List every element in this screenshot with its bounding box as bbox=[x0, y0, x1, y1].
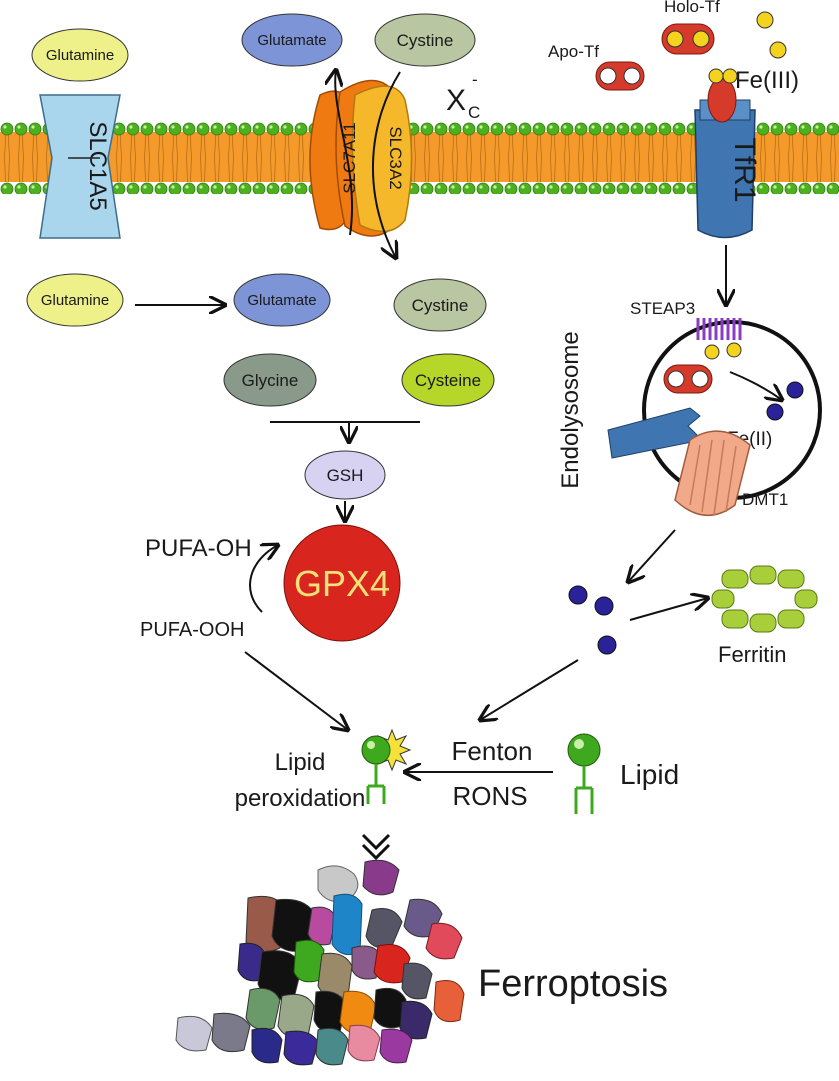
pufa-reduction-arrow bbox=[249, 545, 278, 613]
gsh-node: GSH bbox=[304, 450, 386, 500]
lipid-label: Lipid bbox=[620, 759, 679, 790]
slc3a2-label: SLC3A2 bbox=[386, 126, 405, 189]
rons-label: RONS bbox=[452, 781, 527, 811]
ferritin-cage bbox=[711, 565, 818, 633]
cystine-mid-node: Cystine bbox=[393, 278, 487, 332]
glutamate-mid-label: Glutamate bbox=[247, 292, 316, 309]
reduction-arrow bbox=[729, 371, 782, 400]
gpx4-node: GPX4 bbox=[283, 524, 401, 642]
endolysosome-label: Endolysosome bbox=[557, 331, 584, 488]
labile-iron-pool bbox=[568, 585, 617, 655]
dmt1-transporter bbox=[674, 430, 751, 517]
glycine-label: Glycine bbox=[242, 371, 299, 390]
steap3-protein bbox=[696, 318, 742, 360]
pufa-ooh-label: PUFA-OOH bbox=[140, 619, 244, 641]
tfr1-label: TfR1 bbox=[728, 137, 761, 202]
glycine-node: Glycine bbox=[223, 353, 317, 407]
glutamine-top-label: Glutamine bbox=[46, 47, 114, 64]
slc1a5-label: SLC1A5 bbox=[84, 121, 111, 210]
pufa-to-peroxidation-arrow bbox=[244, 651, 348, 730]
glutamine-mid-node: Glutamine bbox=[26, 273, 124, 327]
holo-tf-group: Holo-Tf bbox=[661, 0, 720, 55]
glutamine-top-node: Glutamine bbox=[31, 28, 129, 82]
ferroptosis-label: Ferroptosis bbox=[478, 963, 668, 1005]
fe3-label: Fe(III) bbox=[735, 67, 799, 94]
steap3-label: STEAP3 bbox=[630, 299, 695, 318]
fe3-ions: Fe(III) bbox=[735, 11, 799, 94]
cysteine-node: Cysteine bbox=[401, 353, 495, 407]
endosome-apo-tf bbox=[663, 364, 713, 394]
iron-to-peroxidation-arrow bbox=[480, 659, 579, 720]
to-ferritin-arrow bbox=[629, 598, 708, 621]
cystine-top-node: Cystine bbox=[374, 13, 476, 67]
ferritin-label: Ferritin bbox=[718, 642, 786, 667]
cystine-import-arrow bbox=[372, 71, 401, 258]
double-chevron-arrow bbox=[361, 833, 391, 861]
dmt1-label: DMT1 bbox=[742, 490, 788, 509]
xc-label: X C - bbox=[446, 70, 480, 122]
glutamate-mid-node: Glutamate bbox=[233, 273, 331, 327]
slc1a5-transporter: SLC1A5 bbox=[39, 94, 121, 239]
glutamate-top-label: Glutamate bbox=[257, 32, 326, 49]
glutamate-export-arrow bbox=[335, 70, 354, 236]
xc-superscript: - bbox=[472, 70, 478, 89]
cystine-top-label: Cystine bbox=[397, 31, 454, 50]
xc-main: X bbox=[446, 84, 466, 117]
fe2-ions-endosome bbox=[766, 381, 804, 421]
fenton-label: Fenton bbox=[452, 736, 533, 766]
glutamine-mid-label: Glutamine bbox=[41, 292, 109, 309]
gpx4-label: GPX4 bbox=[294, 563, 390, 604]
intact-lipid bbox=[567, 733, 601, 814]
apo-tf-label: Apo-Tf bbox=[548, 42, 599, 61]
pufa-oh-label: PUFA-OH bbox=[145, 535, 252, 562]
lipid-peroxidation-label-1: Lipid bbox=[275, 749, 326, 776]
xc-subscript: C bbox=[468, 103, 480, 122]
endosome-tfr1 bbox=[607, 407, 704, 459]
holo-tf-label: Holo-Tf bbox=[664, 0, 720, 16]
tfr1-receptor: TfR1 bbox=[694, 68, 761, 239]
gsh-label: GSH bbox=[327, 466, 364, 485]
lipid-peroxidation-label-2: peroxidation bbox=[235, 785, 366, 812]
glutamate-top-node: Glutamate bbox=[241, 13, 343, 67]
cystine-mid-label: Cystine bbox=[412, 296, 469, 315]
iron-export-arrow bbox=[628, 529, 676, 582]
cysteine-label: Cysteine bbox=[415, 371, 481, 390]
cell-debris bbox=[175, 859, 465, 1066]
bound-transferrin bbox=[707, 77, 737, 123]
peroxidized-lipid bbox=[361, 728, 412, 804]
apo-tf-group: Apo-Tf bbox=[548, 42, 645, 91]
xc-transporter: SLC7A11 SLC3A2 bbox=[309, 70, 413, 258]
